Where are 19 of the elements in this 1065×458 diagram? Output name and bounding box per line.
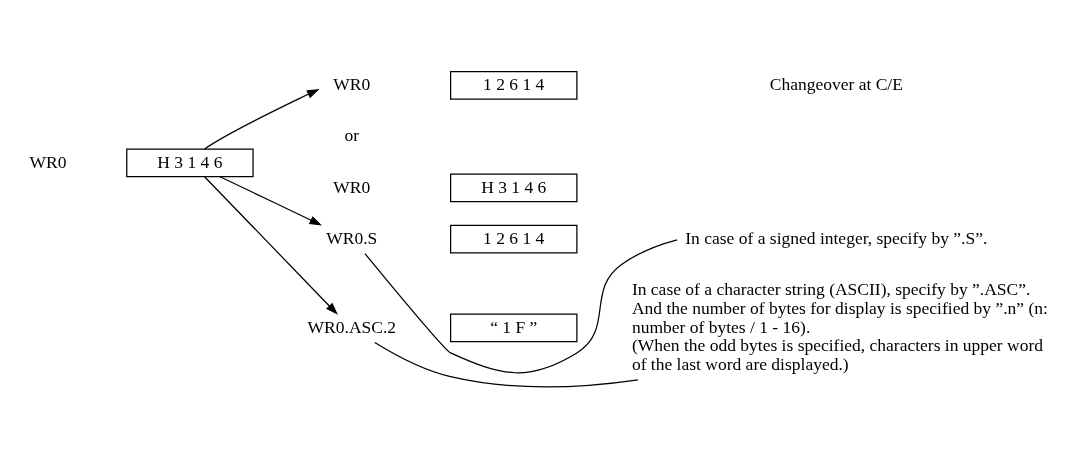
arrow <box>204 176 338 315</box>
arrow <box>219 176 322 226</box>
node-text: WR0 <box>333 176 371 197</box>
node-box: 1 2 6 1 4 <box>450 71 578 100</box>
node-box: H 3 1 4 6 <box>450 173 578 203</box>
node-text: In case of a character string (ASCII), specify by ”.ASC”. And the number of bytes for display is specified by ”.n” (n: number of bytes / 1 - 16). (When the odd bytes is specified, characters in upper word of the last word are displayed.) <box>631 279 1048 375</box>
arrow <box>204 89 320 150</box>
node-box: 1 2 6 1 4 <box>450 224 578 254</box>
node-text: WR0 <box>333 74 371 95</box>
node-text: WR0.ASC.2 <box>307 316 397 337</box>
node-text: WR0 <box>29 151 67 172</box>
node-box: H 3 1 4 6 <box>126 148 254 178</box>
node-text: In case of a signed integer, specify by ”.S”. <box>685 227 988 248</box>
connector <box>374 341 639 388</box>
node-text: WR0.S <box>326 227 378 248</box>
node-box: “ 1 F ” <box>450 313 578 343</box>
label: or <box>344 125 360 146</box>
connector <box>364 239 678 374</box>
label: Changeover at C/E <box>769 74 903 95</box>
